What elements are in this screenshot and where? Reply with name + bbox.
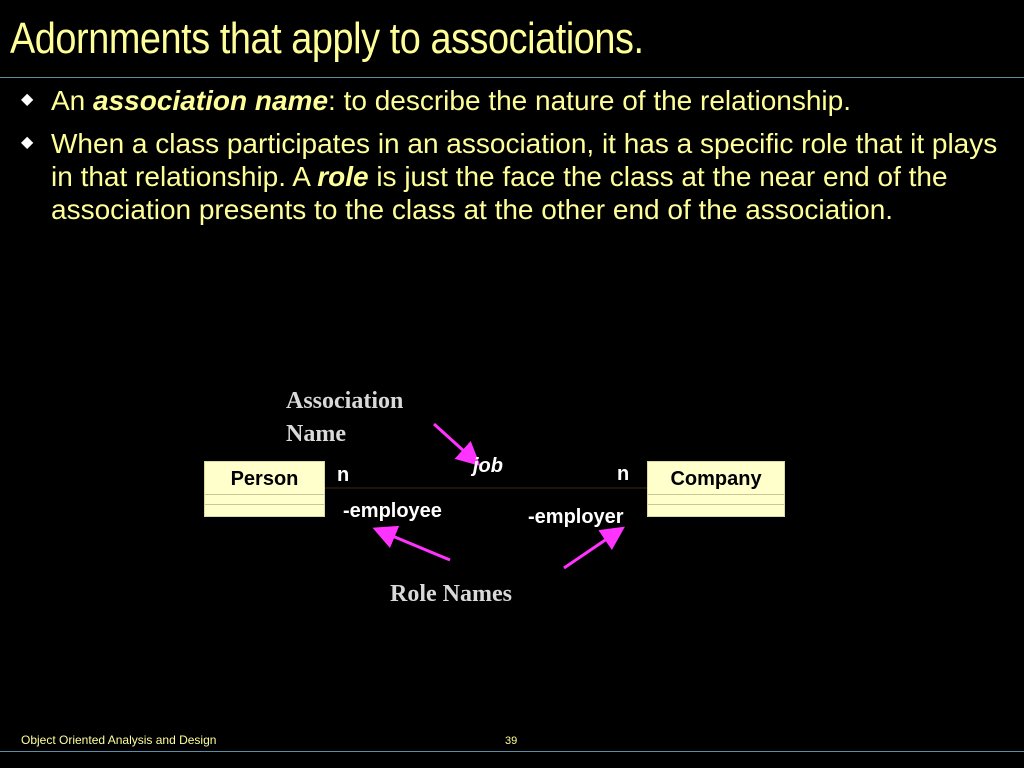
class-compartment-divider (205, 494, 324, 495)
role-names-callout: Role Names (390, 581, 512, 607)
footer-course-title: Object Oriented Analysis and Design (21, 733, 217, 747)
association-callout-line1: Association (286, 388, 404, 414)
company-class-box: Company (647, 461, 785, 517)
footer-rule (0, 751, 1024, 752)
bullet-list: ◆ An association name: to describe the n… (0, 84, 1024, 226)
bullet-association-name: ◆ An association name: to describe the n… (0, 84, 1006, 117)
person-class-box: Person (204, 461, 325, 517)
bullet-emphasis: role (317, 161, 369, 192)
bullet-text: When a class participates in an associat… (51, 128, 998, 192)
footer-page-number: 39 (505, 735, 518, 747)
class-compartment-divider (648, 504, 784, 505)
right-multiplicity: n (617, 463, 630, 485)
person-class-name: Person (230, 468, 299, 490)
class-compartment-divider (648, 494, 784, 495)
diamond-bullet-icon: ◆ (21, 134, 34, 151)
employee-role-label: -employee (343, 500, 442, 522)
class-compartment-divider (205, 504, 324, 505)
company-class-name: Company (670, 468, 762, 490)
bullet-text: : to describe the nature of the relation… (328, 85, 852, 116)
bullet-text: is just the face the class at the near e… (51, 161, 948, 225)
employer-role-label: -employer (528, 506, 624, 528)
title-rule (0, 77, 1024, 78)
association-name-arrow (432, 422, 481, 467)
bullet-emphasis: association name (93, 85, 329, 116)
left-multiplicity: n (337, 464, 350, 486)
diamond-bullet-icon: ◆ (21, 91, 34, 108)
association-name-label: job (473, 455, 503, 477)
bullet-text: An (51, 85, 94, 116)
employer-role-arrow (563, 526, 625, 570)
bullet-role: ◆ When a class participates in an associ… (0, 127, 1006, 226)
slide-title: Adornments that apply to associations. (10, 14, 644, 63)
employee-role-arrow (372, 525, 451, 562)
association-callout-line2: Name (286, 421, 346, 447)
